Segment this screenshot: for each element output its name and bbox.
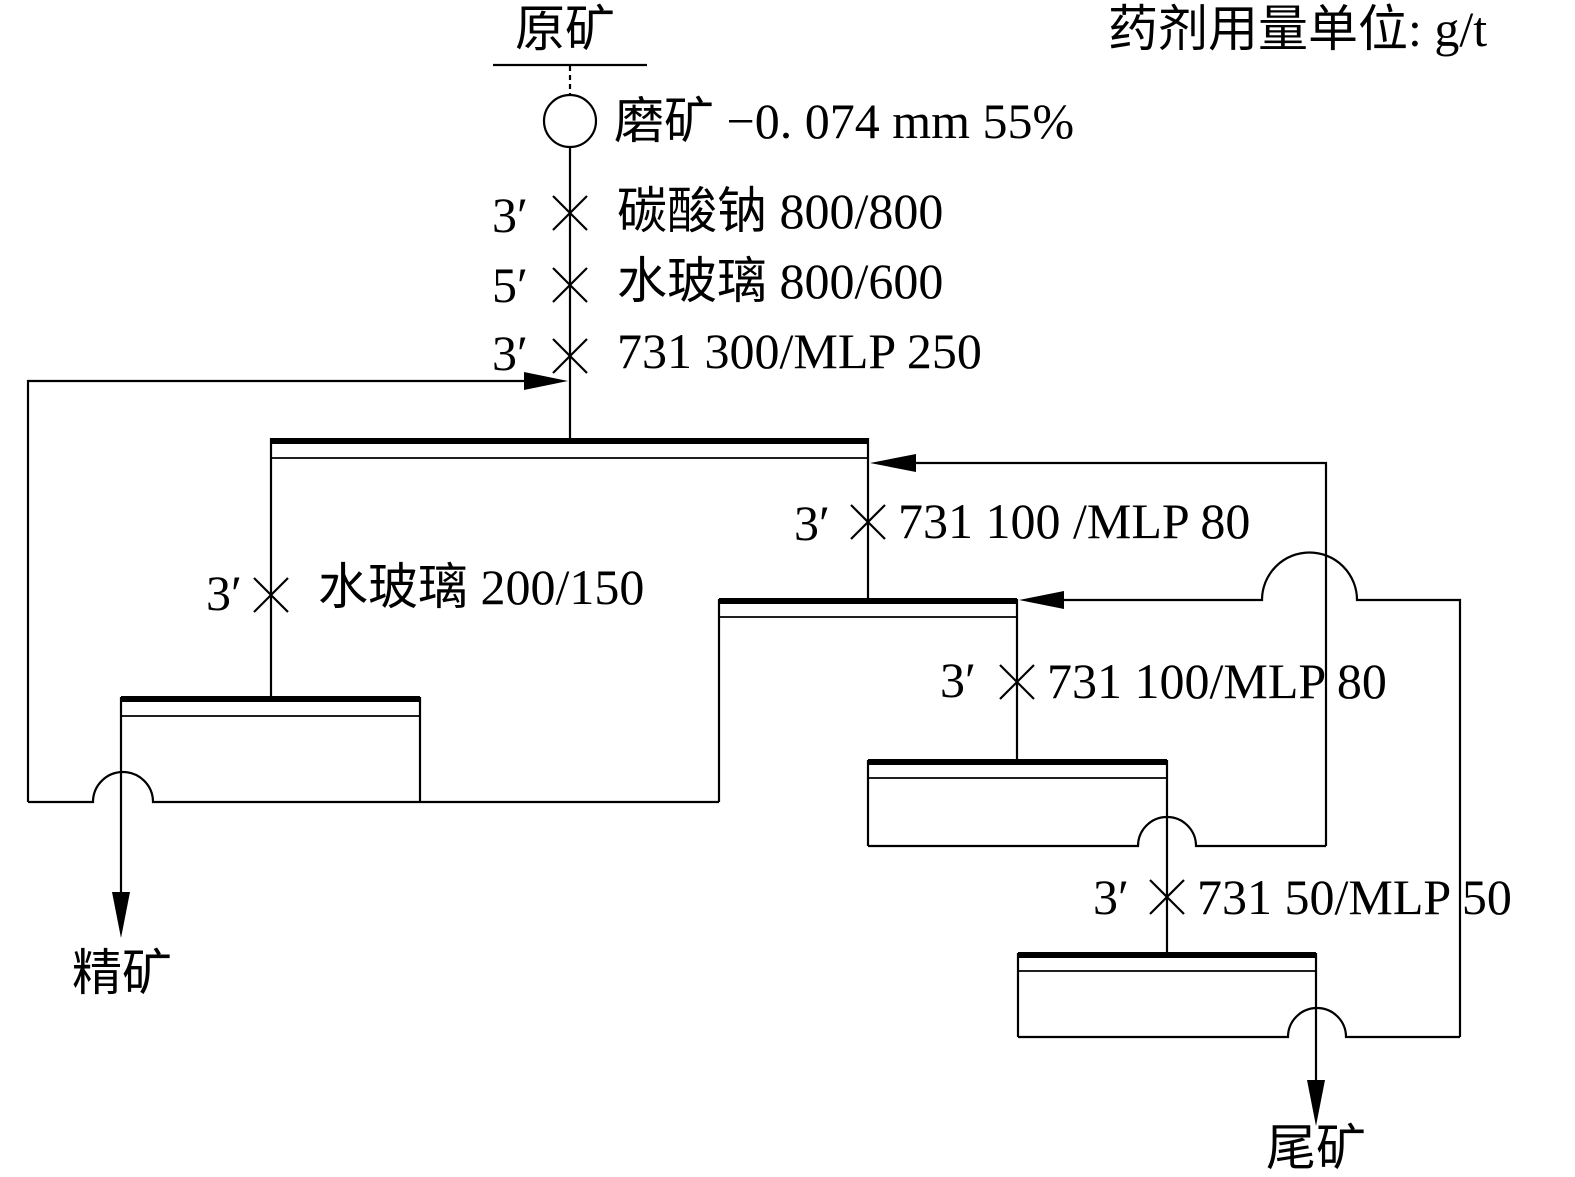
concentrate-label: 精矿 (72, 945, 172, 1001)
cleaner-cross (253, 577, 289, 613)
cleaner-return-arrowhead (524, 372, 568, 390)
cleaner-reagent: 水玻璃 200/150 (318, 559, 644, 615)
scavenger2-return-line (1060, 551, 1462, 1037)
feed-label: 原矿 (515, 1, 615, 57)
scavenger2-time: 3′ (940, 652, 976, 708)
cleaner-bottom-line (28, 770, 719, 804)
scavenger1-cell (717, 598, 1019, 802)
scavenger2-bottom-line (868, 815, 1326, 848)
scavenger1-reagent: 731 100 /MLP 80 (898, 493, 1250, 549)
conditioning-cross-3 (552, 338, 588, 374)
scavenger2-return-arrowhead (1019, 591, 1064, 609)
conditioning-reagent-1: 碳酸钠 800/800 (617, 183, 943, 239)
conditioning-cross-2 (552, 267, 588, 303)
scavenger2-reagent: 731 100/MLP 80 (1047, 653, 1387, 709)
cleaner-cell (119, 696, 422, 893)
conditioning-reagent-2: 水玻璃 800/600 (617, 253, 943, 309)
scavenger3-reagent: 731 50/MLP 50 (1197, 869, 1512, 925)
tailings-label: 尾矿 (1266, 1120, 1366, 1176)
conditioning-reagent-3: 731 300/MLP 250 (617, 323, 982, 379)
conditioning-cross-1 (552, 195, 588, 231)
cleaner-return-line (26, 379, 528, 802)
scavenger3-time: 3′ (1093, 869, 1129, 925)
scavenger1-time: 3′ (794, 495, 830, 551)
scavenger2-cell (866, 759, 1169, 953)
grinding-circle (542, 93, 598, 149)
scavenger3-bottom-line (1018, 1006, 1460, 1039)
scavenger1-cross (850, 504, 886, 540)
scavenger3-cross (1149, 879, 1185, 915)
unit-note: 药剂用量单位: g/t (1108, 1, 1487, 57)
cleaner-time: 3′ (206, 565, 242, 621)
concentrate-arrowhead (112, 892, 130, 938)
scavenger1-return-arrowhead (870, 454, 916, 472)
grinding-label: 磨矿 −0. 074 mm 55% (614, 93, 1074, 149)
conditioning-time-2: 5′ (492, 257, 528, 313)
scavenger1-return-line (910, 461, 1328, 846)
conditioning-time-3: 3′ (492, 325, 528, 381)
tailings-arrowhead (1307, 1080, 1325, 1126)
rougher-cell (269, 438, 870, 698)
scavenger3-cell (1016, 952, 1318, 1082)
conditioning-time-1: 3′ (492, 187, 528, 243)
scavenger2-cross (999, 664, 1035, 700)
